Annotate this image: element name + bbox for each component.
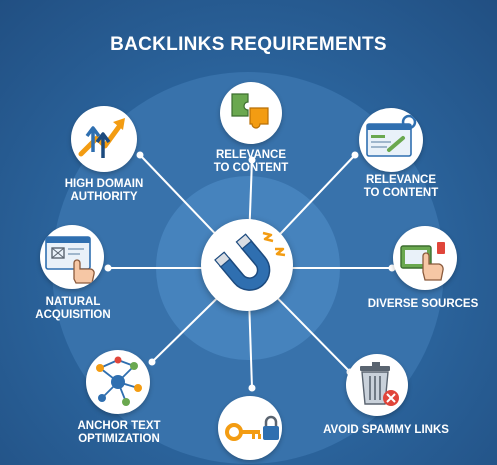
node-label-anchor-text: ANCHOR TEXT OPTIMIZATION (77, 420, 161, 445)
node-natural-acquisition (40, 225, 104, 289)
growth-arrows-icon (78, 118, 125, 158)
node-label-relevance-right: RELEVANCE TO CONTENT (363, 174, 439, 199)
spoke-dot (148, 358, 156, 366)
node-relevance-right (359, 108, 423, 172)
node-avoid-spammy (346, 354, 408, 416)
node-high-domain-authority (71, 106, 137, 172)
node-key-lock (218, 396, 282, 460)
node-label-natural-acquisition: NATURAL ACQUISITION (35, 296, 111, 321)
center-magnet-node (201, 219, 293, 311)
hand-click-icon (400, 242, 445, 281)
puzzle-icon (231, 93, 269, 129)
spoke-dot (248, 156, 256, 164)
browser-click-icon (45, 236, 95, 284)
node-label-high-domain-authority: HIGH DOMAIN AUTHORITY (64, 178, 144, 203)
trash-can-icon (360, 362, 399, 406)
spoke-dot (351, 151, 359, 159)
web-link-icon (366, 114, 417, 157)
node-label-relevance-top: RELEVANCE TO CONTENT (213, 149, 289, 174)
network-icon (96, 356, 142, 406)
node-label-diverse-sources: DIVERSE SOURCES (367, 298, 479, 310)
node-diverse-sources (393, 226, 457, 290)
key-lock-icon (225, 415, 279, 441)
node-relevance-top (220, 82, 282, 144)
spoke-dot (104, 264, 112, 272)
diagram-title: BACKLINKS REQUIREMENTS (110, 34, 387, 55)
spoke-dot (248, 384, 256, 392)
node-label-avoid-spammy: AVOID SPAMMY LINKS (323, 424, 449, 436)
spoke-dot (136, 151, 144, 159)
magnet-icon (214, 231, 286, 291)
node-anchor-text (86, 350, 150, 414)
